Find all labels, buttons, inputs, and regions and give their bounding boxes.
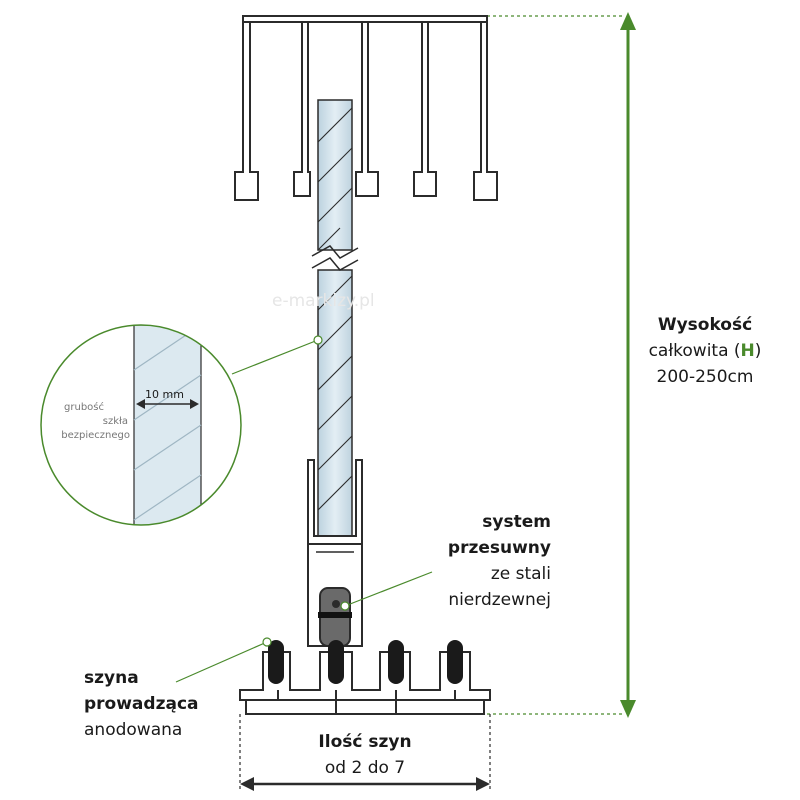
glass-thickness-label-3: bezpiecznego	[61, 430, 130, 441]
rail-stubs	[268, 640, 463, 684]
glass-thickness-label-1: grubość	[64, 401, 104, 413]
guide-rail-title-2: prowadząca	[84, 694, 199, 714]
glass-thickness-zoom: 10 mm grubość szkła bezpiecznego	[40, 324, 242, 526]
watermark-text: e-markizy.pl	[272, 291, 375, 311]
sliding-system-label: system przesuwny ze stali nierdzewnej	[448, 512, 551, 610]
glass-thickness-value: 10 mm	[145, 388, 184, 401]
guide-rail-finish: anodowana	[84, 720, 182, 740]
sliding-system-material-1: ze stali	[491, 564, 551, 584]
bottom-guide-rail	[239, 640, 491, 715]
sliding-system-material-2: nierdzewnej	[448, 590, 551, 610]
height-subtitle: całkowita (H)	[649, 341, 762, 361]
sliding-system-title-2: przesuwny	[448, 538, 551, 558]
height-dimension-line	[487, 12, 636, 718]
guide-rail-title-1: szyna	[84, 668, 139, 688]
height-range: 200-250cm	[657, 367, 754, 387]
height-label: Wysokość całkowita (H) 200-250cm	[649, 315, 762, 387]
rail-count-title: Ilość szyn	[318, 732, 411, 752]
rail-count-label: Ilość szyn od 2 do 7	[318, 732, 411, 778]
glass-thickness-label-2: szkła	[103, 416, 128, 427]
glass-panel	[311, 99, 359, 541]
rail-count-dimension-line	[239, 714, 491, 791]
sliding-system-title-1: system	[482, 512, 551, 532]
rail-count-range: od 2 do 7	[325, 758, 405, 778]
leader-lines	[175, 335, 433, 683]
top-rail-profile	[234, 15, 498, 201]
height-title: Wysokość	[658, 315, 752, 335]
guide-rail-label: szyna prowadząca anodowana	[84, 668, 199, 740]
